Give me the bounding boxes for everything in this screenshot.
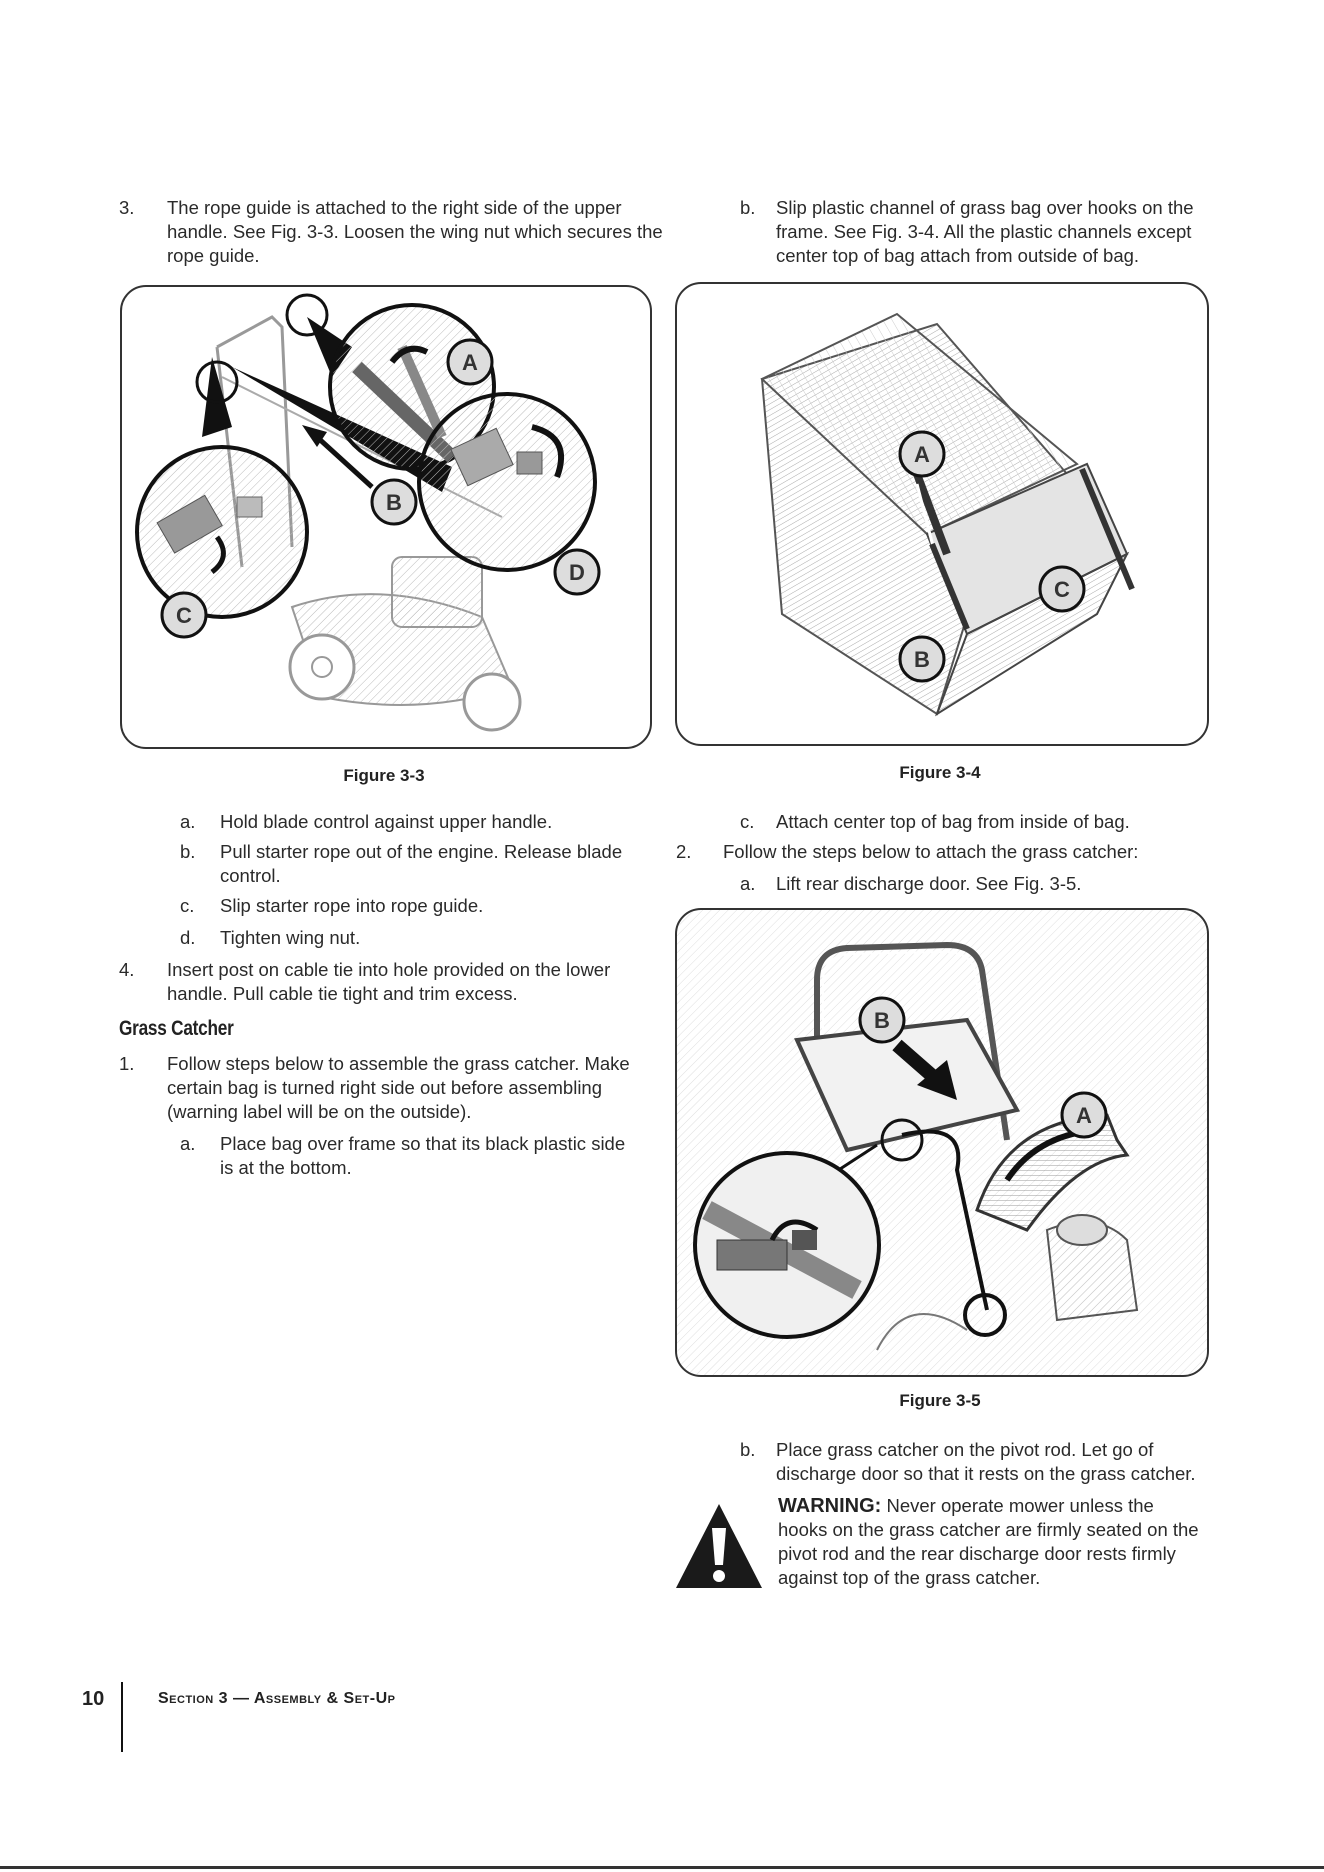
svg-text:D: D	[569, 560, 585, 585]
substep-b-text: Pull starter rope out of the engine. Rel…	[220, 841, 623, 886]
gc-step1a-text: Place bag over frame so that its black p…	[220, 1133, 626, 1178]
step-number: 2.	[676, 841, 692, 862]
step2b-text: Place grass catcher on the pivot rod. Le…	[776, 1439, 1196, 1484]
callout-label-a: A	[446, 338, 494, 386]
substep-d-text: Tighten wing nut.	[220, 927, 361, 948]
figure-3-4-illustration: A B C	[675, 282, 1209, 746]
step4-text: Insert post on cable tie into hole provi…	[167, 959, 611, 1004]
step-number: 3.	[119, 197, 135, 218]
figure-3-4-caption: Figure 3-4	[899, 763, 981, 782]
figure-3-3-illustration: A B C D	[120, 285, 652, 749]
gc-step1-text: Follow steps below to assemble the grass…	[167, 1053, 630, 1122]
footer-divider	[121, 1682, 123, 1752]
substep-letter: a.	[740, 873, 756, 894]
svg-text:A: A	[914, 442, 930, 467]
substep-letter: d.	[180, 927, 196, 948]
page-bottom-rule	[0, 1866, 1324, 1869]
callout-label-a: A	[898, 430, 946, 478]
footer-section-title: Section 3 — Assembly & Set-Up	[158, 1690, 396, 1707]
substep-letter: a.	[180, 811, 196, 832]
callout-label-c: C	[160, 591, 208, 639]
svg-text:A: A	[1076, 1103, 1092, 1128]
warning-text: Never operate mower unless the hooks on …	[778, 1495, 1199, 1588]
step2a-text: Lift rear discharge door. See Fig. 3-5.	[776, 873, 1082, 894]
callout-label-b: B	[898, 635, 946, 683]
substep-c-text: Slip starter rope into rope guide.	[220, 895, 484, 916]
step-number: 1.	[119, 1053, 135, 1074]
step-number: 4.	[119, 959, 135, 980]
callout-label-b: B	[370, 478, 418, 526]
page-number: 10	[82, 1688, 105, 1710]
warning-triangle-icon	[672, 1500, 766, 1592]
substep-letter: a.	[180, 1133, 196, 1154]
svg-text:B: B	[874, 1008, 890, 1033]
step3-text: The rope guide is attached to the right …	[167, 197, 663, 266]
svg-text:C: C	[176, 603, 192, 628]
step-c-text: Attach center top of bag from inside of …	[776, 811, 1130, 832]
svg-text:B: B	[914, 647, 930, 672]
warning-block: WARNING: Never operate mower unless the …	[778, 1494, 1208, 1590]
callout-label-c: C	[1038, 565, 1086, 613]
callout-label-b: B	[858, 996, 906, 1044]
callout-label-d: D	[553, 548, 601, 596]
step-letter: b.	[740, 197, 756, 218]
svg-text:B: B	[386, 490, 402, 515]
section-heading: Grass Catcher	[119, 1017, 234, 1040]
substep-a-text: Hold blade control against upper handle.	[220, 811, 553, 832]
substep-letter: c.	[740, 811, 755, 832]
figure-3-3-caption: Figure 3-3	[343, 766, 425, 785]
substep-letter: b.	[180, 841, 196, 862]
figure-3-5-illustration: B A	[675, 908, 1209, 1377]
step-b-text: Slip plastic channel of grass bag over h…	[776, 197, 1194, 266]
svg-text:A: A	[462, 350, 478, 375]
warning-title: WARNING:	[778, 1495, 882, 1517]
figure-3-5-caption: Figure 3-5	[899, 1391, 981, 1410]
substep-letter: c.	[180, 895, 195, 916]
substep-letter: b.	[740, 1439, 756, 1460]
callout-label-a: A	[1060, 1091, 1108, 1139]
step2-text: Follow the steps below to attach the gra…	[723, 841, 1139, 862]
svg-text:C: C	[1054, 577, 1070, 602]
